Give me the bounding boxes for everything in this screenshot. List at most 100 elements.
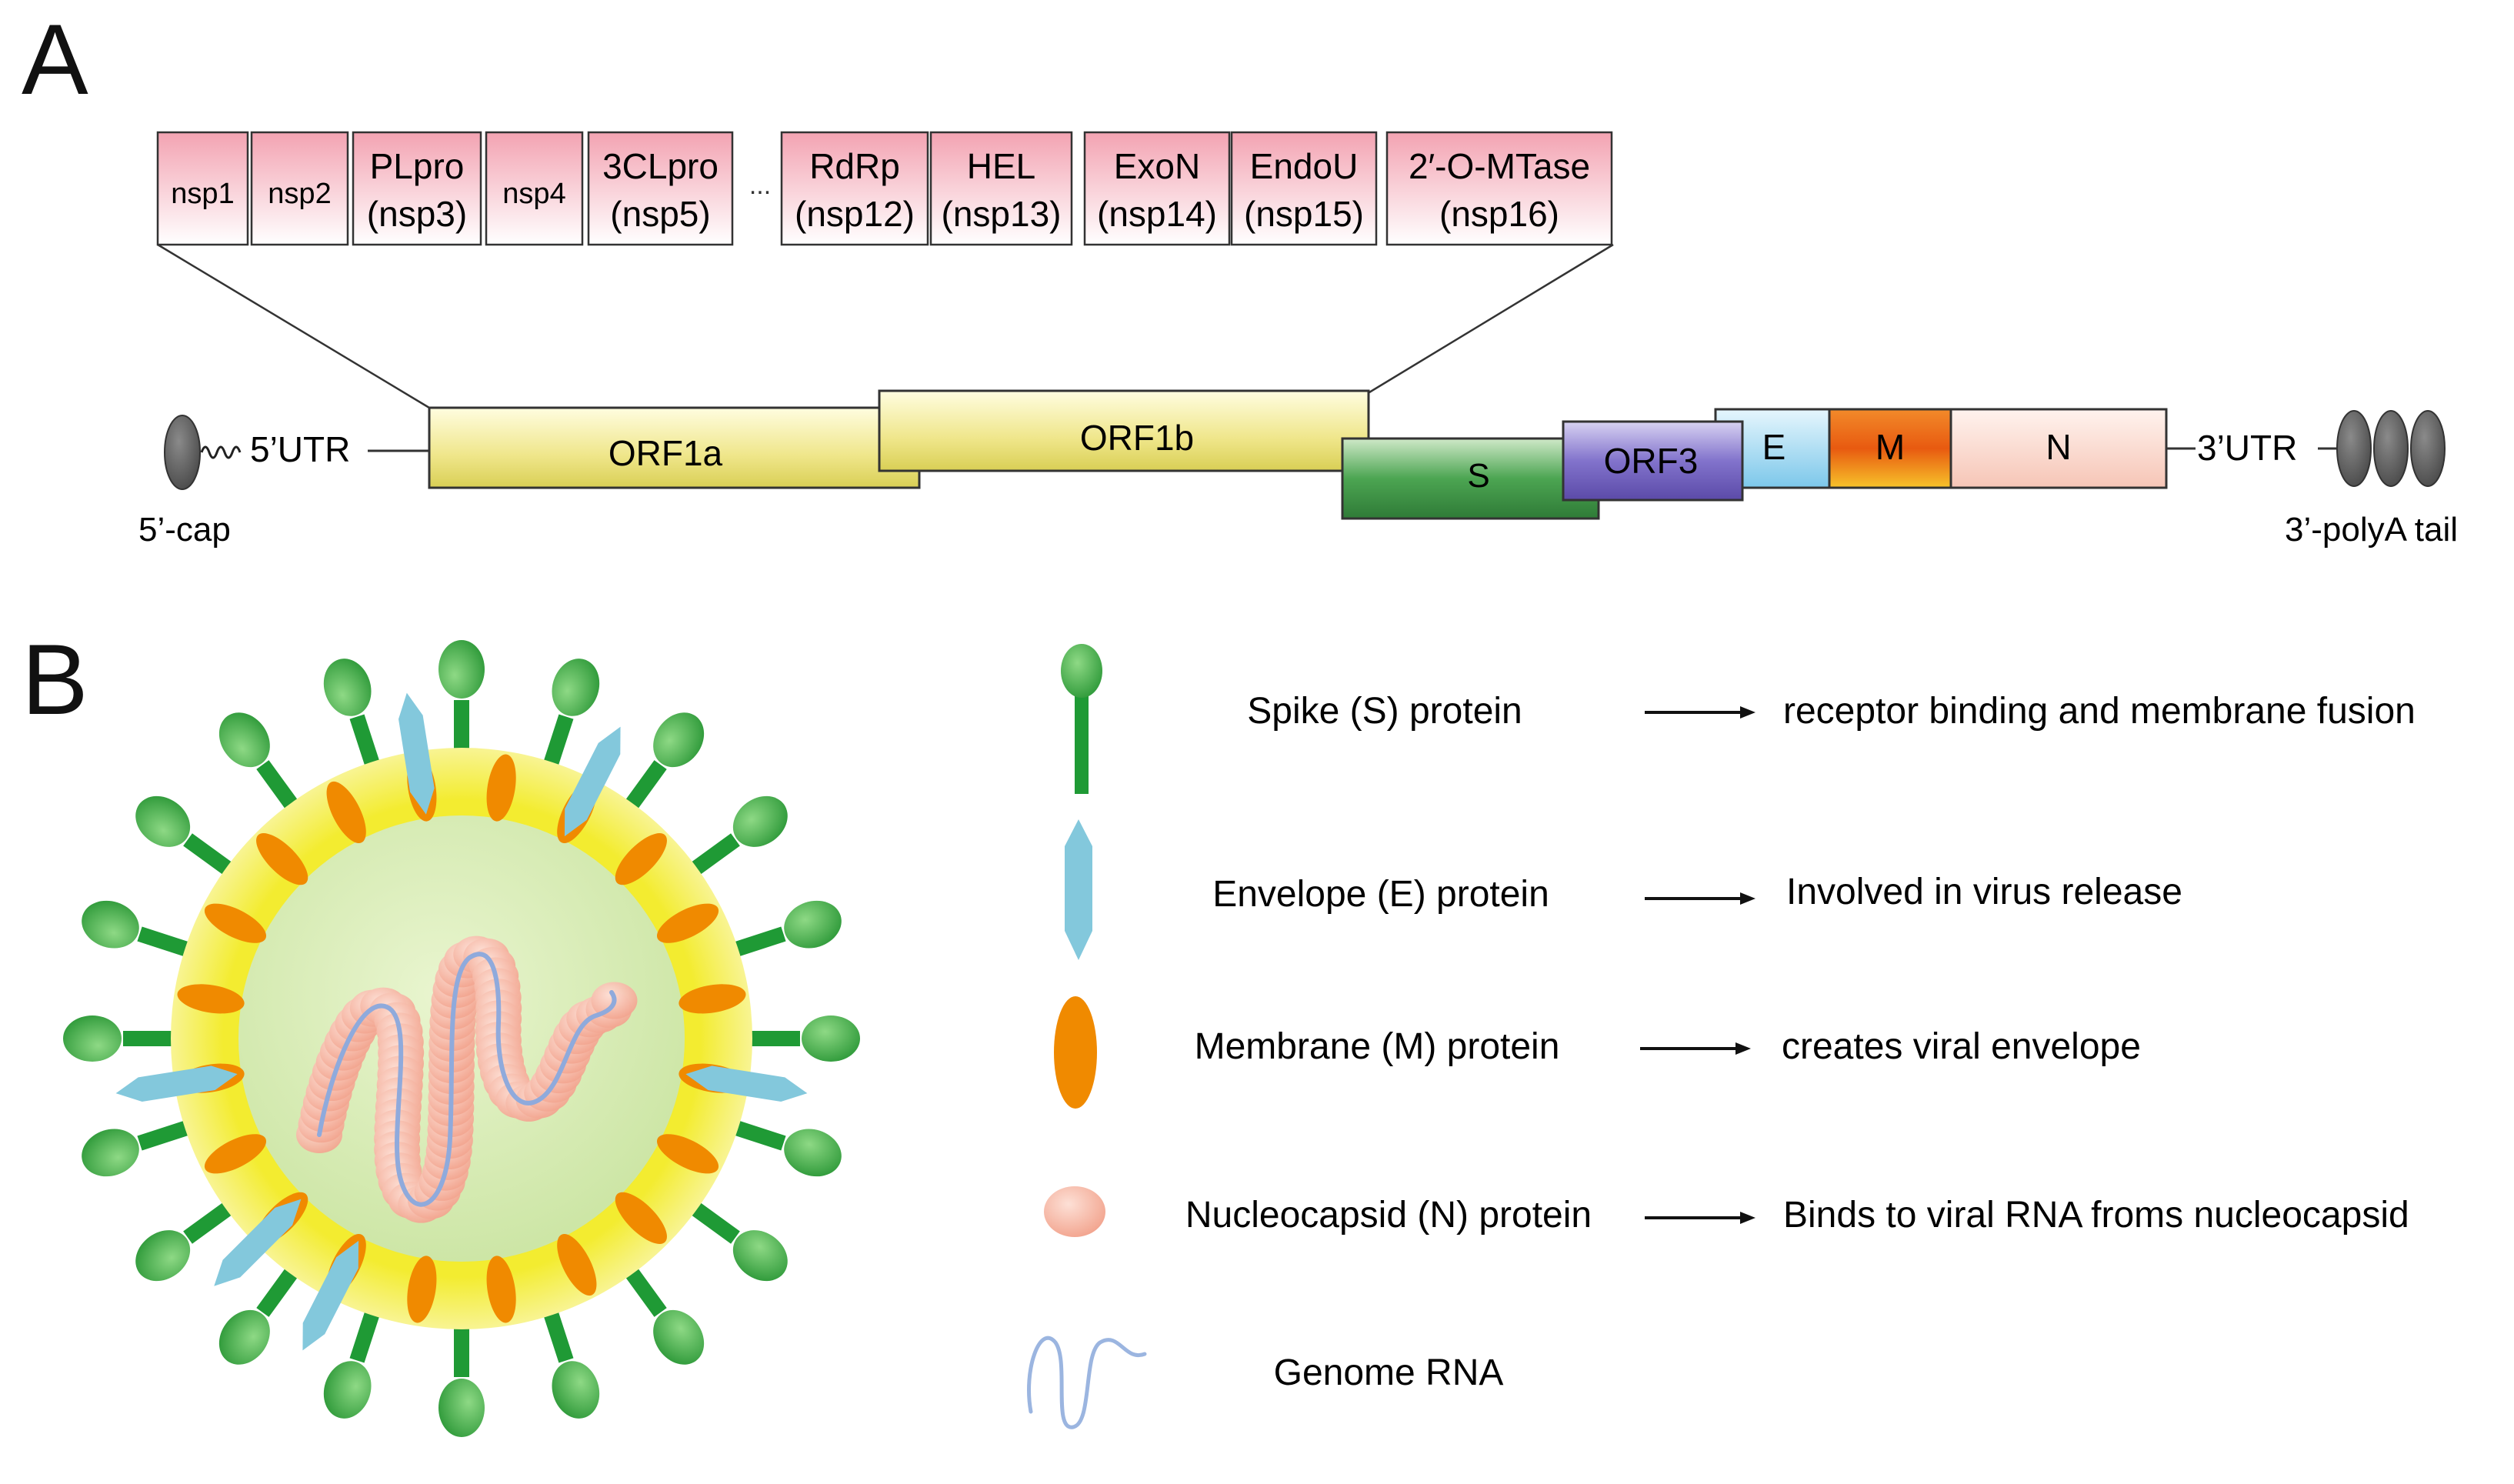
envelope-protein-icon	[302, 1240, 359, 1351]
nsp-box: EndoU (nsp15)	[1230, 131, 1378, 246]
membrane-protein-icon	[177, 984, 245, 1014]
nsp-box: nsp1	[156, 131, 249, 246]
nsp-box: 2′-O-MTase (nsp16)	[1385, 131, 1613, 246]
spike-head-icon	[784, 900, 842, 949]
envelope-protein-layer	[115, 692, 808, 1351]
orf3-label: ORF3	[1604, 441, 1699, 481]
s-gene-block	[1341, 437, 1600, 520]
orf3-block	[1562, 420, 1744, 502]
envelope-protein-icon	[398, 692, 435, 815]
polya-tail-icon	[2410, 410, 2446, 487]
genome-rna-strand	[317, 952, 617, 1207]
membrane-protein-icon	[204, 1134, 267, 1174]
spike-head-icon	[82, 1129, 139, 1177]
five-cap-linker-icon	[200, 445, 242, 459]
nsp-number: (nsp14)	[1097, 194, 1217, 234]
nsp-name: EndoU	[1250, 146, 1359, 186]
nsp-name: 3CLpro	[602, 146, 719, 186]
nsp-number: (nsp13)	[942, 194, 1062, 234]
spike-head-icon	[135, 795, 191, 847]
spike-head-icon	[653, 712, 705, 768]
nsp-name: 2′-O-MTase	[1409, 146, 1590, 186]
legend-arrow-spike	[1645, 706, 1755, 719]
m-gene-label: M	[1875, 427, 1905, 467]
spike-head-icon	[732, 1230, 788, 1282]
nsp-name: nsp2	[268, 178, 331, 210]
membrane-protein-icon	[679, 984, 746, 1014]
orf1a-block	[428, 406, 921, 489]
legend-arrow-nucleocapsid	[1645, 1212, 1755, 1224]
nsp-number: (nsp15)	[1244, 194, 1364, 234]
membrane-protein-icon	[615, 1192, 667, 1244]
nsp-box: PLpro(nsp3)	[352, 131, 482, 246]
membrane-protein-icon	[615, 833, 667, 885]
membrane-protein-icon	[656, 1134, 719, 1174]
nsp-number: (nsp16)	[1439, 194, 1559, 234]
panel-b-label: B	[22, 623, 88, 735]
membrane-protein-icon	[486, 754, 516, 822]
spike-head-icon	[784, 1129, 842, 1177]
nsp-box: nsp2	[250, 131, 349, 246]
orf1a-label: ORF1a	[608, 433, 723, 473]
legend-name-spike: Spike (S) protein	[1247, 691, 1522, 732]
spike-head-icon	[552, 659, 600, 716]
five-cap-label: 5’-cap	[138, 511, 231, 549]
spike-head-icon	[323, 1361, 372, 1419]
polya-tail-icon	[2336, 410, 2372, 487]
n-gene-block	[1949, 408, 2168, 489]
spike-head-icon	[552, 1361, 600, 1419]
nsp-name: HEL	[967, 146, 1035, 186]
spike-head-icon	[653, 1309, 705, 1365]
legend-function-spike: receptor binding and membrane fusion	[1783, 691, 2416, 732]
nsp-number: (nsp5)	[610, 194, 710, 234]
nsp-box: 3CLpro (nsp5)	[587, 131, 734, 246]
membrane-protein-icon	[656, 903, 719, 943]
spike-head-icon	[323, 659, 372, 716]
legend-function-nucleocapsid: Binds to viral RNA froms nucleocapsid	[1783, 1195, 2409, 1236]
legend-name-envelope: Envelope (E) protein	[1212, 874, 1549, 915]
three-utr-label: 3’UTR	[2197, 428, 2297, 468]
envelope-icon	[1065, 819, 1092, 960]
nsp-name: nsp1	[171, 178, 234, 210]
nsp-name: RdRp	[809, 146, 900, 186]
membrane-protein-icon	[486, 1256, 516, 1323]
nsp-box: nsp4	[485, 131, 584, 246]
spike-head-icon	[438, 1379, 485, 1437]
e-gene-label: E	[1762, 427, 1786, 467]
m-gene-block	[1828, 408, 1952, 489]
envelope-protein-icon	[564, 726, 621, 837]
spike-head-icon	[732, 795, 788, 847]
orf1b-label: ORF1b	[1080, 418, 1194, 458]
nsp-box: RdRp (nsp12)	[780, 131, 929, 246]
spike-head-icon	[802, 1015, 860, 1062]
nsp-name: PLpro	[370, 146, 465, 186]
envelope-protein-icon	[214, 1199, 302, 1286]
zoom-line-left	[157, 243, 430, 409]
five-cap-icon	[164, 415, 201, 490]
nucleocapsid-icon	[1044, 1186, 1105, 1237]
s-gene-label: S	[1467, 457, 1489, 495]
legend-function-envelope: Involved in virus release	[1786, 872, 2182, 912]
spike-head-icon	[135, 1230, 191, 1282]
panel-a-label: A	[22, 3, 88, 115]
panel-a: A nsp1 nsp2 PLpro(nsp3)nsp4 3CLpro (nsp5) RdR…	[22, 3, 2458, 549]
membrane-icon	[1054, 996, 1097, 1109]
envelope-protein-icon	[115, 1065, 238, 1102]
legend-arrow-membrane	[1640, 1042, 1751, 1055]
membrane-protein-icon	[256, 833, 308, 885]
spike-head-icon	[218, 1309, 270, 1365]
spike-head-icon	[218, 712, 270, 768]
nsp-name: ExoN	[1114, 146, 1200, 186]
spike-head-icon	[63, 1015, 122, 1062]
n-gene-label: N	[2046, 427, 2071, 467]
membrane-protein-icon	[557, 1233, 597, 1296]
nsp-box-row: nsp1 nsp2 PLpro(nsp3)nsp4 3CLpro (nsp5) RdRp (…	[156, 131, 1613, 246]
orf1b-block	[878, 389, 1370, 472]
rna-icon	[1027, 1336, 1147, 1429]
legend-name-membrane: Membrane (M) protein	[1195, 1026, 1560, 1067]
nsp-box: ExoN (nsp14)	[1083, 131, 1231, 246]
legend: Spike (S) protein Envelope (E) protein M…	[1027, 644, 2416, 1429]
five-utr-label: 5’UTR	[250, 429, 350, 469]
spike-head-icon	[438, 640, 485, 699]
nsp-number: (nsp12)	[795, 194, 915, 234]
